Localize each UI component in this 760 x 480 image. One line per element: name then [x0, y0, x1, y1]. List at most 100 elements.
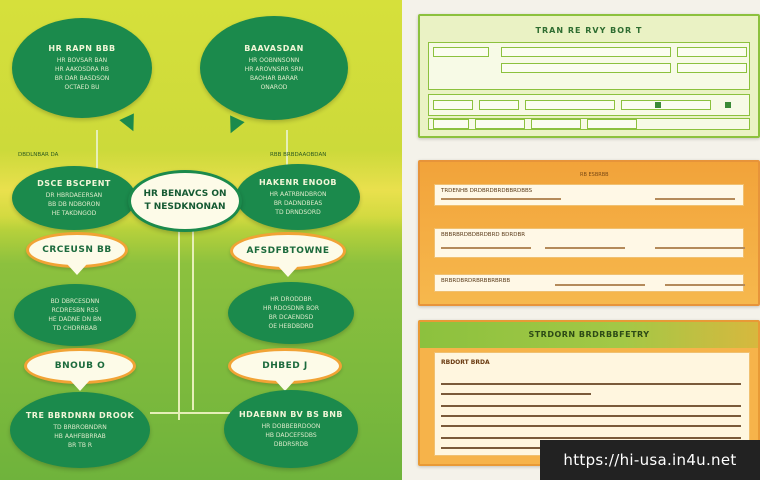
- bubble-text: HR DRODDBR: [270, 296, 312, 303]
- bubble-text: HR OOBNNSONN: [248, 57, 300, 64]
- bubble-text: HR AROVNSRR SRN: [244, 66, 304, 73]
- document-body: RBDORT BRDA: [434, 352, 750, 456]
- bubble-text: OCTAED BU: [64, 84, 100, 91]
- center-title-pill: HR BENAVCS ON T NESDKNONAN: [128, 170, 242, 232]
- form-row: [428, 42, 750, 90]
- text-line: [441, 383, 741, 385]
- form-cell: [479, 100, 519, 110]
- speech-bubble-top-left: HR RAPN BBB HR BOVSAR BAN HR AAKOSDRA RB…: [12, 18, 152, 135]
- bubble-text: RCDRESBN RSS: [51, 307, 99, 314]
- pill-label-left-2: BNOUB O: [24, 348, 136, 391]
- pill-label-text: DHBED J: [262, 361, 308, 371]
- form-card: TRAN RE RVY BOR T: [418, 14, 760, 138]
- form-cell: [531, 119, 581, 129]
- center-title-line: HR BENAVCS ON: [143, 189, 227, 199]
- connector-line: [96, 130, 98, 170]
- bubble-text: BR TB R: [67, 441, 93, 449]
- bubble-text: TD BRBROBNDRN: [53, 423, 107, 431]
- right-documents: TRAN RE RVY BOR T RB ESBRBB TRDENHB DRDB: [402, 0, 760, 480]
- text-line: [441, 405, 741, 407]
- bubble-bottom-right: HDAEBNN BV BS BNB HR DOBBEBRDOON HB DADC…: [224, 390, 358, 468]
- bubble-text: HR RDOSDNR BOR: [263, 305, 319, 312]
- text-line: [441, 425, 741, 427]
- form-cell: [433, 47, 489, 57]
- bubble-text: HE TAKDNGOD: [51, 209, 97, 217]
- form-cell: [433, 119, 469, 129]
- form-row: [428, 118, 750, 130]
- strip-text: BRBRDBRDRBRBBRBRBB: [441, 278, 511, 284]
- form-cell: [501, 63, 671, 73]
- form-cell: [525, 100, 615, 110]
- strip-text: TRDENHB DRDBRDBRDBBRDBBS: [441, 188, 533, 194]
- info-card: RB ESBRBB TRDENHB DRDBRDBRDBBRDBBS BBBRB…: [418, 160, 760, 306]
- form-cell: [501, 47, 671, 57]
- form-cell: [677, 47, 747, 57]
- center-title-line: T NESDKNONAN: [144, 202, 226, 212]
- bubble-text: ONAROD: [260, 84, 288, 91]
- bubble-text: HR AATRBNDBRON: [269, 190, 327, 198]
- bubble-text: TD CHDRRBAB: [52, 325, 98, 332]
- bubble-title: BAAVASDAN: [244, 44, 304, 53]
- caption-left: DBDLNBAR DA: [18, 152, 59, 158]
- document-subtitle: RBDORT BRDA: [441, 359, 490, 366]
- connector-line: [286, 130, 288, 170]
- checkbox-icon: [725, 102, 731, 108]
- pill-label-left: CRCEUSN BB: [26, 232, 128, 275]
- speech-bubble-top-right: BAAVASDAN HR OOBNNSONN HR AROVNSRR SRN B…: [200, 16, 348, 137]
- bubble-text: TD DRNDSORD: [275, 208, 321, 216]
- bubble-middle-left: DSCE BSCPENT DR HBRDAEERSAN BB DB NDBORO…: [12, 166, 136, 230]
- bubble-text: BAOHAR BARAR: [250, 75, 298, 82]
- bubble-text: DBDRSRDB: [273, 440, 309, 448]
- info-strip: BBBRBRDBDBRDBRD BDRDBR: [434, 228, 745, 258]
- bubble-title: HDAEBNN BV BS BNB: [238, 409, 344, 419]
- bubble-text: HE DADNE DN BN: [48, 316, 102, 323]
- info-strip: BRBRDBRDRBRBBRBRBB: [434, 274, 745, 292]
- bubble-text: BD DBRCESDNN: [50, 298, 100, 305]
- bubble-text: BR DADNDBEAS: [273, 199, 323, 207]
- bubble-text: HR DOBBEBRDOON: [261, 422, 321, 430]
- info-strip: TRDENHB DRDBRDBRDBBRDBBS: [434, 184, 744, 206]
- bubble-text: HB DADCEFSDBS: [265, 431, 317, 439]
- pill-label-text: CRCEUSN BB: [42, 245, 112, 255]
- form-cell: [677, 63, 747, 73]
- text-line: [441, 437, 741, 439]
- form-cell: [587, 119, 637, 129]
- connector-line: [150, 412, 230, 414]
- bubble-row3-left: BD DBRCESDNN RCDRESBN RSS HE DADNE DN BN…: [14, 284, 136, 346]
- form-card-title: TRAN RE RVY BOR T: [535, 26, 643, 35]
- bubble-text: OE HEBDBDRD: [268, 323, 314, 330]
- bubble-text: BR DAR BASDSON: [54, 75, 110, 82]
- bubble-text: HR AAKOSDRA RB: [55, 66, 109, 73]
- form-cell: [621, 100, 711, 110]
- bubble-text: BR DCAENDSD: [268, 314, 314, 321]
- info-card-header: RB ESBRBB: [580, 172, 609, 178]
- text-line: [441, 415, 741, 417]
- bubble-row3-right: HR DRODDBR HR RDOSDNR BOR BR DCAENDSD OE…: [228, 282, 354, 344]
- text-line: [441, 393, 591, 395]
- pill-label-right-2: DHBED J: [228, 348, 342, 391]
- bubble-text: HR BOVSAR BAN: [56, 57, 108, 64]
- bubble-middle-right: HAKENR ENOOB HR AATRBNDBRON BR DADNDBEAS…: [236, 164, 360, 230]
- url-watermark: https://hi-usa.in4u.net: [540, 440, 760, 480]
- bubble-title: TRE BBRDNRN DROOK: [25, 410, 135, 420]
- strip-text: BBBRBRDBDBRDBRD BDRDBR: [441, 232, 526, 238]
- left-infographic: HR RAPN BBB HR BOVSAR BAN HR AAKOSDRA RB…: [0, 0, 402, 480]
- form-cell: [475, 119, 525, 129]
- checkbox-icon: [655, 102, 661, 108]
- pill-label-text: AFSDFBTOWNE: [246, 246, 330, 256]
- bubble-title: DSCE BSCPENT: [37, 178, 111, 188]
- form-cell: [433, 100, 473, 110]
- connector-line: [178, 225, 180, 420]
- pill-label-text: BNOUB O: [54, 361, 106, 371]
- document-title: STRDORN BRDRBBFETRY: [528, 330, 650, 339]
- bubble-title: HAKENR ENOOB: [258, 177, 338, 187]
- bubble-title: HR RAPN BBB: [48, 44, 116, 53]
- bubble-text: HB AAHFBBRRAB: [54, 432, 106, 440]
- caption-right: RBB BRBDAAOBDAN: [270, 152, 327, 158]
- bubble-bottom-left: TRE BBRDNRN DROOK TD BRBROBNDRN HB AAHFB…: [10, 392, 150, 468]
- form-row: [428, 94, 750, 116]
- bubble-text: DR HBRDAEERSAN: [45, 191, 103, 199]
- bubble-text: BB DB NDBORON: [47, 200, 100, 208]
- connector-line: [192, 225, 194, 410]
- pill-label-right: AFSDFBTOWNE: [230, 232, 346, 277]
